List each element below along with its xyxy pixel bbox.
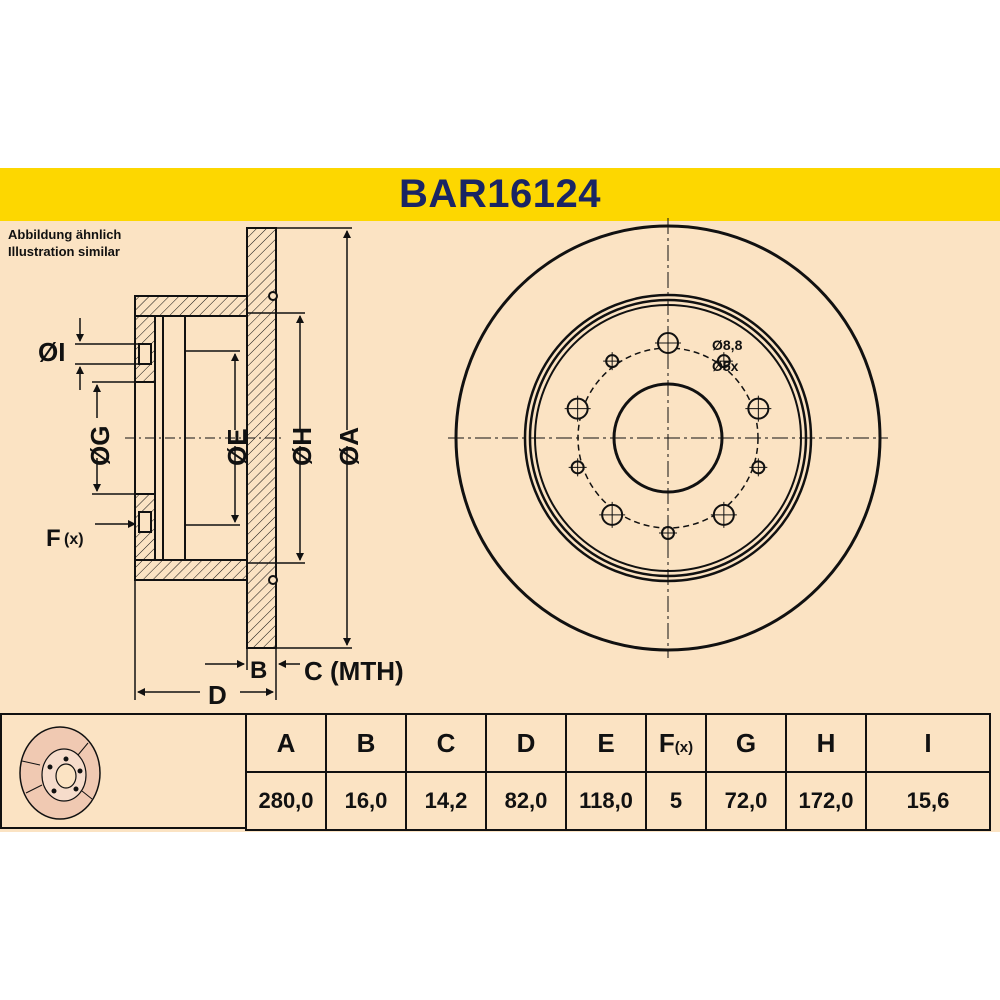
drawing-sheet: BAR16124 Abbildung ähnlich Illustration … — [0, 168, 1000, 832]
bolt-holes — [564, 330, 772, 542]
header-H: H — [785, 713, 867, 773]
thumbnail-cell — [0, 713, 245, 829]
illustration-note: Abbildung ähnlich Illustration similar — [8, 226, 121, 260]
title-bar: BAR16124 — [0, 168, 1000, 221]
spec-value-row: 280,0 16,0 14,2 82,0 118,0 5 72,0 172,0 … — [245, 771, 991, 831]
value-F: 5 — [645, 771, 707, 831]
header-F: F(x) — [645, 713, 707, 773]
header-B: B — [325, 713, 407, 773]
side-dimensions — [75, 227, 352, 700]
dim-label-H: ØH — [287, 427, 317, 466]
dim-label-I: ØI — [38, 337, 65, 367]
header-G: G — [705, 713, 787, 773]
dim-label-A: ØA — [334, 427, 364, 466]
header-F-sub: (x) — [674, 738, 694, 756]
dim-label-B: B — [250, 657, 267, 684]
hat-bottom-section — [134, 559, 248, 581]
value-A: 280,0 — [245, 771, 327, 831]
value-E: 118,0 — [565, 771, 647, 831]
note-line-de: Abbildung ähnlich — [8, 227, 122, 242]
note-line-en: Illustration similar — [8, 244, 120, 259]
dim-label-F: F — [46, 525, 61, 552]
dim-label-E: ØE — [222, 428, 252, 466]
value-G: 72,0 — [705, 771, 787, 831]
header-C: C — [405, 713, 487, 773]
header-F-letter: F — [658, 727, 675, 758]
front-view — [448, 218, 888, 658]
spec-table: A B C D E F(x) G H I 280,0 16,0 14,2 82,… — [0, 713, 1000, 831]
dim-label-C: C (MTH) — [304, 656, 404, 686]
hat-top-section — [134, 295, 248, 317]
bolt-diameter-label: Ø8,8 — [712, 337, 743, 353]
value-H: 172,0 — [785, 771, 867, 831]
part-number-title: BAR16124 — [399, 172, 601, 216]
value-I: 15,6 — [865, 771, 991, 831]
dim-label-D: D — [208, 680, 227, 710]
side-section-view — [125, 227, 285, 649]
header-I: I — [865, 713, 991, 773]
dim-label-F-sub: (x) — [64, 531, 84, 548]
header-D: D — [485, 713, 567, 773]
spec-values-table: A B C D E F(x) G H I 280,0 16,0 14,2 82,… — [245, 713, 991, 831]
value-B: 16,0 — [325, 771, 407, 831]
technical-drawing: ØI ØG ØE ØH ØA F (x) B C (MTH) D Ø8,8 Ø5… — [38, 218, 888, 710]
dim-label-G: ØG — [85, 426, 115, 466]
disc-thumbnail — [19, 726, 101, 820]
header-A: A — [245, 713, 327, 773]
header-E: E — [565, 713, 647, 773]
spec-header-row: A B C D E F(x) G H I — [245, 713, 991, 773]
value-C: 14,2 — [405, 771, 487, 831]
bolt-count-label: Ø5x — [712, 358, 739, 374]
value-D: 82,0 — [485, 771, 567, 831]
